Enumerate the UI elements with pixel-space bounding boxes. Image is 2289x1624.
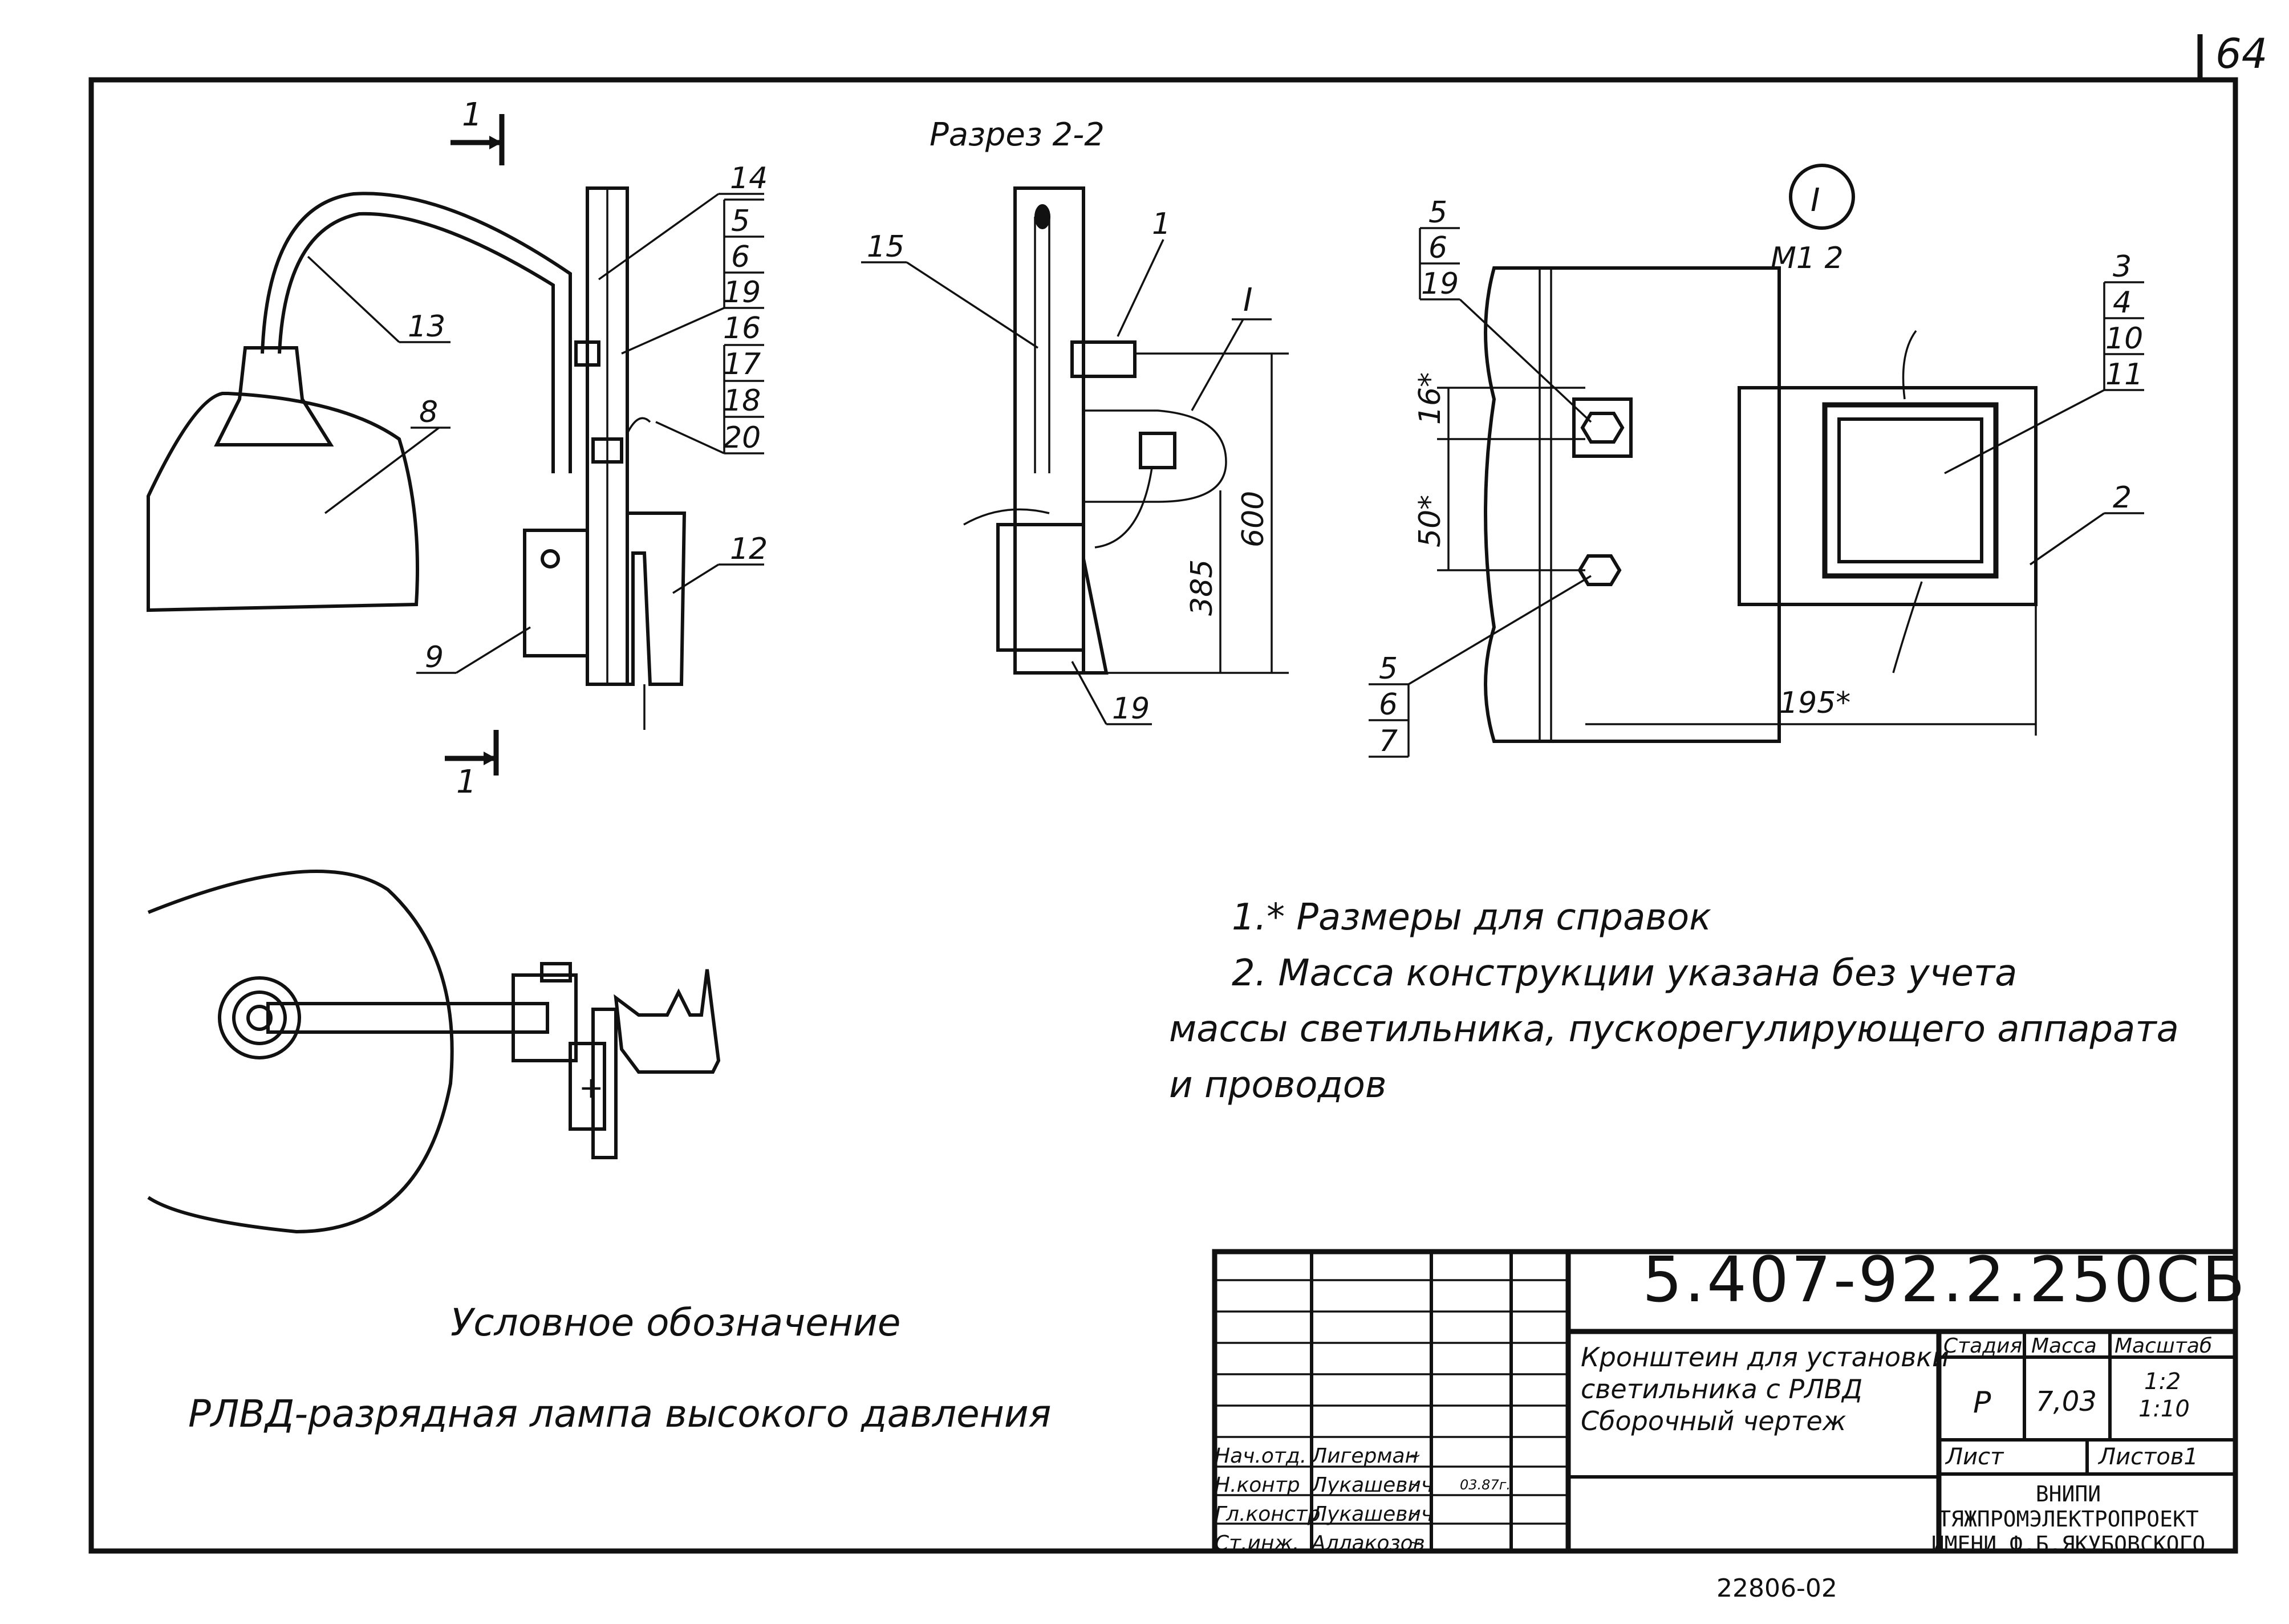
sheet-frame	[88, 34, 2238, 1554]
detail-stack-tl-2: 19	[1421, 267, 1459, 301]
detail-stack-bl-0: 5	[1379, 652, 1398, 686]
callout-13: 13	[408, 310, 445, 344]
detail-stack-bl-1: 6	[1379, 688, 1398, 722]
drawing-name: Кронштеин для установки светильника с РЛ…	[1581, 1341, 1949, 1437]
drawing-name-line-3: Сборочный чертеж	[1581, 1406, 1846, 1436]
detail-stack-tl-1: 6	[1428, 231, 1447, 265]
detail-dim-50: 50*	[1413, 495, 1447, 547]
legend-block: Условное обозначение РЛВД-разрядная ламп…	[188, 1277, 1052, 1460]
callout-8: 8	[419, 395, 438, 429]
callout-stack-b-3: 20	[723, 421, 761, 455]
callout-stack-front-b: 16 17 18 20	[655, 311, 764, 455]
callout-12: 12	[730, 532, 768, 566]
detail-view: I М1 2 5 6 19	[1369, 164, 2144, 758]
lamp-shade	[147, 392, 419, 612]
drawing-name-line-1: Кронштеин для установки	[1581, 1342, 1949, 1373]
org-line-2: ТЯЖПРОМЭЛЕКТРОПРОЕКТ	[1938, 1507, 2199, 1532]
org-line-3: ИМЕНИ Ф.Б.ЯКУБОВСКОГО	[1931, 1532, 2206, 1557]
mass-header: Масса	[2031, 1334, 2097, 1358]
signature-row: Гл.констр Лукашевич ~	[1215, 1500, 1505, 1529]
mass-value: 7,03	[2036, 1386, 2097, 1418]
detail-dim-195: 195*	[1779, 686, 1850, 720]
signature-scribble: ~	[1409, 1505, 1421, 1522]
detail-stack-r-2: 10	[2105, 322, 2143, 356]
scale-value-1: 1:2	[2144, 1369, 2181, 1395]
detail-dim-16: 16*	[1413, 372, 1447, 425]
note-1: 1.* Размеры для справок	[1232, 896, 1711, 939]
drawing-name-line-2: светильника с РЛВД	[1581, 1374, 1863, 1404]
sheet-label: Лист	[1946, 1444, 2004, 1470]
detail-stack-tl-0: 5	[1428, 196, 1447, 230]
lamp-neck	[214, 346, 334, 446]
section-cut-top: 1	[451, 96, 505, 165]
detail-stack-bl-2: 7	[1379, 724, 1398, 758]
detail-stack-r-1: 4	[2113, 286, 2132, 320]
section-view: Разрез 2-2 15 1 19 I 600 385	[861, 116, 1289, 726]
notes-block: 1.* Размеры для справок 2. Масса констру…	[1169, 890, 2253, 1113]
detail-callout-2: 2	[2113, 481, 2132, 515]
callout-stack-detail-r: 3 4 10 11	[1944, 250, 2144, 474]
arm-tube	[261, 192, 572, 473]
sheets-label: Листов1	[2099, 1444, 2198, 1470]
note-2-cont: массы светильника, пускорегулирующего ап…	[1169, 1008, 2179, 1050]
scale-value-2: 1:10	[2138, 1396, 2190, 1422]
callout-stack-detail-bl: 5 6 7	[1369, 575, 1592, 758]
bracket-plate	[523, 529, 589, 657]
detail-stack-r-0: 3	[2113, 250, 2132, 284]
callout-stack-a-2: 19	[723, 275, 761, 310]
stage-header: Стадия	[1943, 1334, 2023, 1358]
organization: ВНИПИ ТЯЖПРОМЭЛЕКТРОПРОЕКТ ИМЕНИ Ф.Б.ЯКУ…	[1917, 1481, 2219, 1557]
detail-stack-r-3: 11	[2105, 358, 2143, 392]
scale-header: Масштаб	[2115, 1334, 2213, 1358]
signature-scribble: ~	[1409, 1476, 1421, 1493]
archive-number: 22806-02	[1716, 1574, 1837, 1603]
ballast-plus-sign: +	[579, 1071, 604, 1105]
detail-scale: М1 2	[1771, 241, 1844, 275]
signature-row: Ст.инж. Аллакозов ~	[1215, 1529, 1505, 1558]
front-view: 1 1 13 8 9	[147, 96, 768, 801]
callout-stack-a-0: 5	[731, 204, 750, 238]
signature-scribble: ~	[1409, 1534, 1421, 1552]
clamp	[626, 511, 687, 686]
section-cut-bottom: 1	[445, 730, 499, 801]
signature-scribble: ~	[1409, 1447, 1421, 1464]
cut-label-top: 1	[462, 96, 482, 133]
legend-text: РЛВД-разрядная лампа высокого давления	[188, 1392, 1052, 1436]
drawing-code: 5.407-92.2.250СБ	[1642, 1243, 2247, 1316]
callout-stack-a-1: 6	[731, 240, 750, 274]
note-2: 2. Масса конструкции указана без учета	[1232, 952, 2018, 994]
cut-label-bottom: 1	[456, 764, 477, 801]
callout-14: 14	[730, 161, 768, 196]
callout-stack-front-a: 5 6 19	[621, 198, 764, 355]
callout-stack-b-2: 18	[723, 384, 761, 418]
callout-9: 9	[425, 640, 444, 675]
callout-15: 15	[867, 230, 904, 264]
callout-stack-b-0: 16	[723, 311, 761, 346]
stage-value: Р	[1973, 1386, 1991, 1420]
callout-19: 19	[1112, 692, 1150, 726]
dim-600: 600	[1236, 491, 1271, 547]
note-2-end: и проводов	[1169, 1064, 1387, 1106]
signatures-table: Нач.отд. Лигерман ~ Н.контр Лукашевич ~ …	[1215, 1442, 1511, 1558]
plan-view: +	[147, 870, 721, 1234]
callout-stack-detail-tl: 5 6 19	[1419, 196, 1592, 423]
section-title: Разрез 2-2	[930, 116, 1105, 153]
callout-detail-I: I	[1243, 282, 1253, 319]
org-line-1: ВНИПИ	[2035, 1481, 2101, 1507]
sheet-number: 64	[2215, 30, 2268, 78]
callout-1: 1	[1152, 207, 1171, 241]
detail-marker: I	[1811, 182, 1820, 219]
title-block-grid	[1212, 1249, 2238, 1554]
dim-385: 385	[1185, 559, 1219, 616]
callout-stack-b-1: 17	[723, 347, 761, 381]
legend-title: Условное обозначение	[451, 1301, 901, 1345]
signature-row: Нач.отд. Лигерман ~	[1215, 1442, 1505, 1471]
signature-row: Н.контр Лукашевич ~ 03.87г.	[1215, 1471, 1511, 1500]
